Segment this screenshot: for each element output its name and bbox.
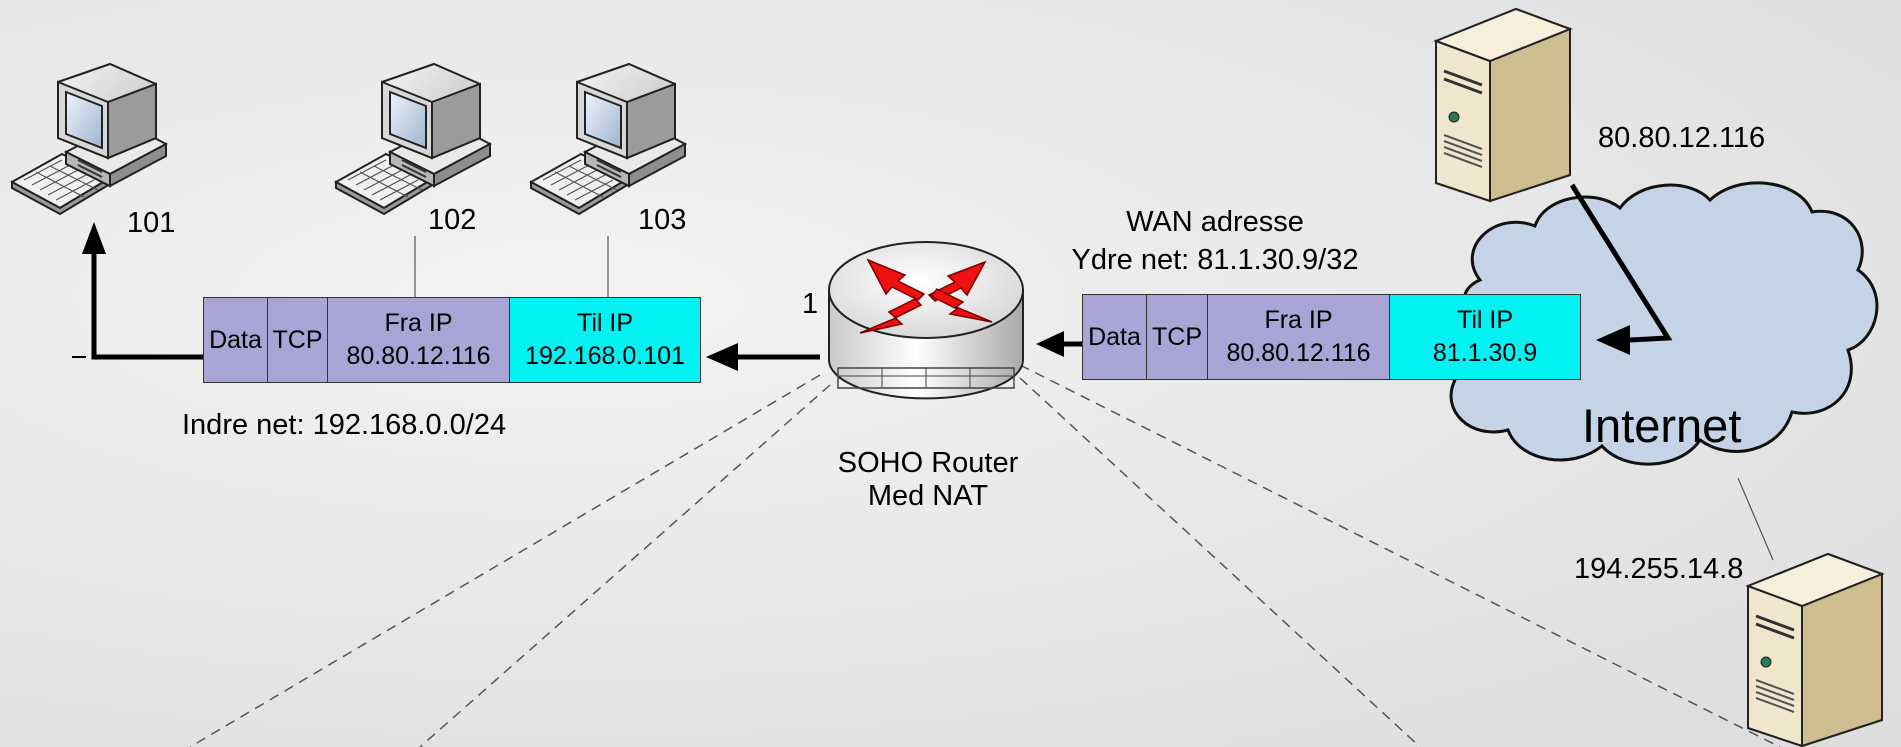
packet-data-cell: Data <box>204 298 268 382</box>
packet-destination-cell: Til IP 81.1.30.9 <box>1390 295 1580 379</box>
dashed-links <box>189 364 1781 747</box>
destination-label: Til IP <box>1456 306 1514 334</box>
router-icon <box>828 241 1024 400</box>
pc-connectors <box>414 236 1774 561</box>
packet-source-cell: Fra IP 80.80.12.116 <box>1208 295 1390 379</box>
source-label: Fra IP <box>1264 306 1333 334</box>
packet-destination-cell: Til IP 192.168.0.101 <box>510 298 700 382</box>
inner-net-label: Indre net: 192.168.0.0/24 <box>182 409 507 441</box>
pc-label-103: 103 <box>638 204 687 236</box>
router-label-line1: SOHO Router <box>837 447 1019 479</box>
pc-label-101: 101 <box>127 207 176 239</box>
wan-address-label: WAN adresse Ydre net: 81.1.30.9/32 <box>1040 203 1390 279</box>
destination-ip: 192.168.0.101 <box>525 342 685 370</box>
internet-cloud <box>1431 181 1879 466</box>
pc-label-102: 102 <box>428 204 477 236</box>
source-ip: 80.80.12.116 <box>1226 339 1371 367</box>
destination-label: Til IP <box>576 309 634 337</box>
wan-title: WAN adresse <box>1126 206 1304 238</box>
server-icon <box>1434 7 1572 203</box>
server-icon <box>1746 552 1884 747</box>
computer-icon <box>530 63 686 215</box>
computer-icon <box>11 63 167 215</box>
router-label-line2: Med NAT <box>867 480 989 512</box>
packet-tcp-cell: TCP <box>1147 295 1208 379</box>
packet-source-cell: Fra IP 80.80.12.116 <box>328 298 510 382</box>
source-label: Fra IP <box>384 309 453 337</box>
packet-flow <box>72 183 1673 360</box>
packet-data-cell: Data <box>1083 295 1147 379</box>
arrowheads <box>82 222 1630 371</box>
router-port-label: 1 <box>802 288 819 320</box>
source-ip: 80.80.12.116 <box>346 342 491 370</box>
destination-ip: 81.1.30.9 <box>1432 339 1538 367</box>
router-label: SOHO Router Med NAT <box>800 447 1056 513</box>
computer-icon <box>335 63 491 215</box>
server-ip-label: 194.255.14.8 <box>1574 553 1744 585</box>
wan-outer-net: Ydre net: 81.1.30.9/32 <box>1071 244 1359 276</box>
packet-outside: Data TCP Fra IP 80.80.12.116 Til IP 81.1… <box>1082 294 1581 380</box>
packet-tcp-cell: TCP <box>268 298 328 382</box>
server-ip-label: 80.80.12.116 <box>1598 122 1766 154</box>
internet-label: Internet <box>1582 399 1742 452</box>
packet-inside: Data TCP Fra IP 80.80.12.116 Til IP 192.… <box>203 297 701 383</box>
